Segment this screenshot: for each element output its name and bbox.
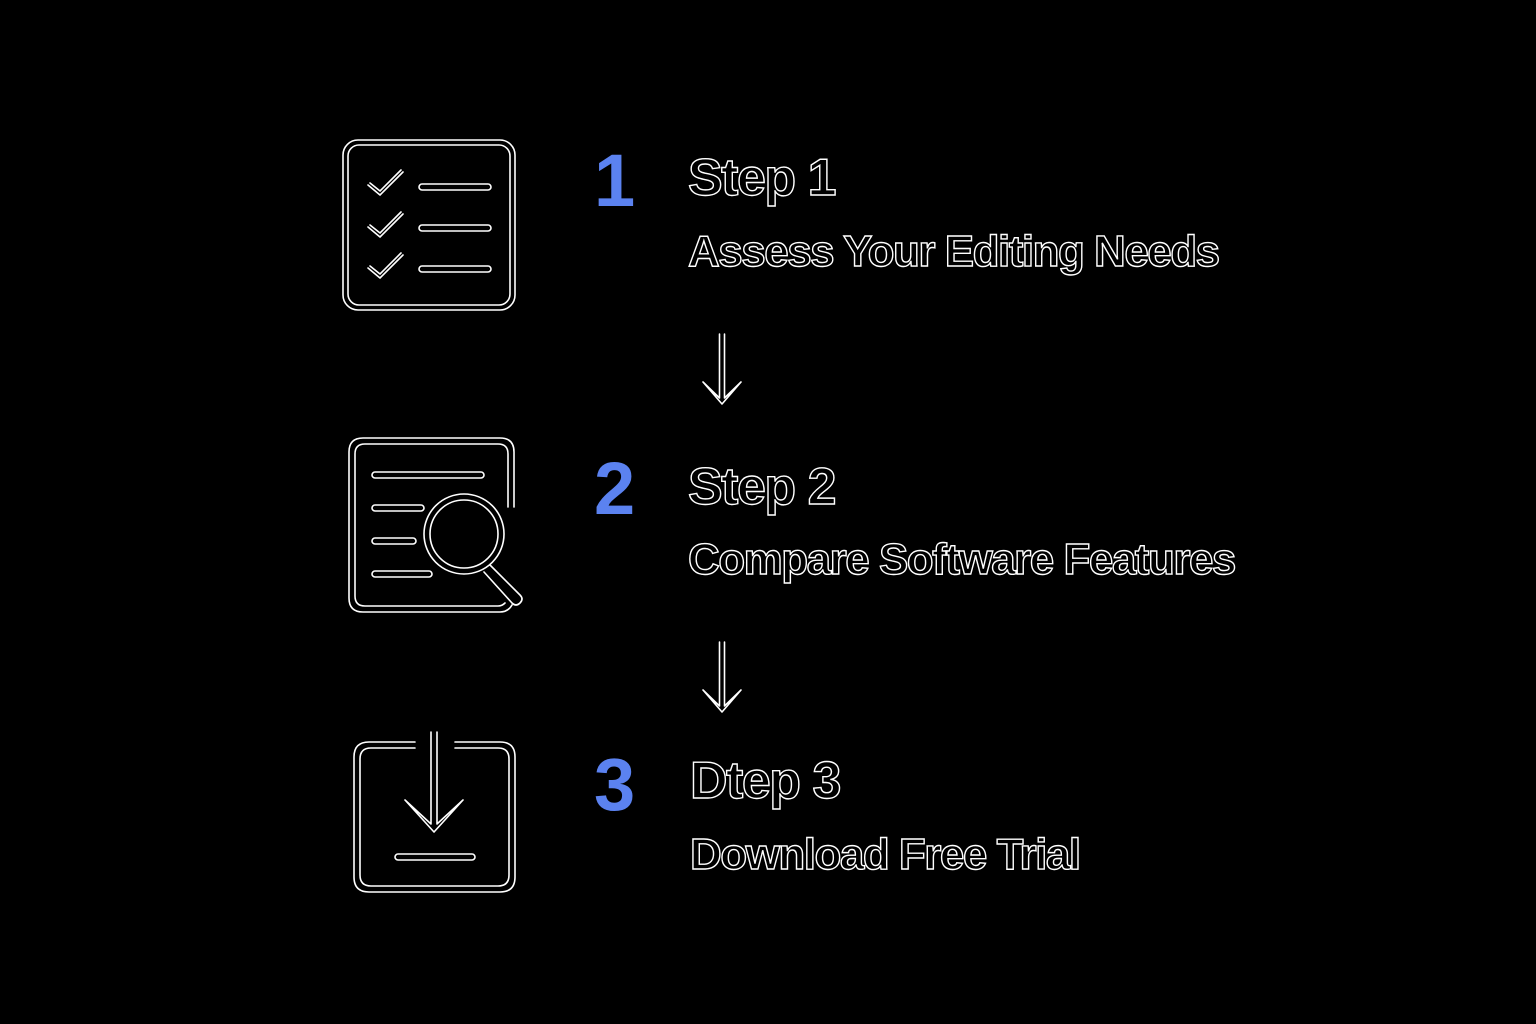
document-search-icon — [348, 437, 528, 613]
step-number-3: 3 — [594, 743, 636, 826]
download-icon — [353, 730, 517, 894]
step-title-1: Step 1 — [687, 149, 837, 207]
step-title-3: Dtep 3 — [689, 752, 842, 810]
step-subtitle-1: Assess Your Editing Needs — [687, 227, 1221, 276]
step-subtitle-2: Compare Software Features — [687, 535, 1237, 584]
step-title-2: Step 2 — [687, 458, 837, 516]
arrow-down-icon — [700, 332, 744, 408]
checklist-icon — [342, 139, 516, 311]
arrow-down-icon — [700, 640, 744, 716]
step-number-2: 2 — [594, 447, 636, 530]
step-number-1: 1 — [594, 139, 636, 222]
step-subtitle-3: Download Free Trial — [689, 830, 1081, 879]
